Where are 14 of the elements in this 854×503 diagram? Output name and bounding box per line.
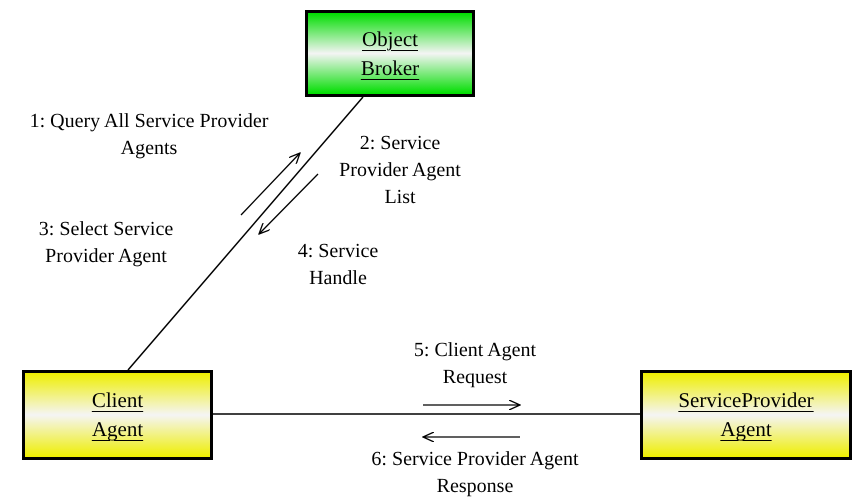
object-name: ServiceProvider Agent: [677, 387, 815, 443]
message-label: 6: Service Provider Agent Response: [370, 447, 580, 499]
object-box: [305, 10, 475, 97]
message-label: 4: Service Handle: [296, 239, 380, 291]
connector-line: [213, 413, 640, 415]
message-label: 2: Service Provider Agent List: [338, 131, 462, 210]
connector-line: [127, 96, 364, 370]
message-label: 1: Query All Service Provider Agents: [28, 109, 270, 161]
message-label: 5: Client Agent Request: [412, 338, 538, 390]
object-box: [22, 370, 213, 460]
message-label: 3: Select Service Provider Agent: [38, 217, 174, 269]
object-name: Object Broker: [360, 26, 420, 82]
object-name: Client Agent: [90, 387, 144, 443]
object-box: [640, 370, 852, 460]
